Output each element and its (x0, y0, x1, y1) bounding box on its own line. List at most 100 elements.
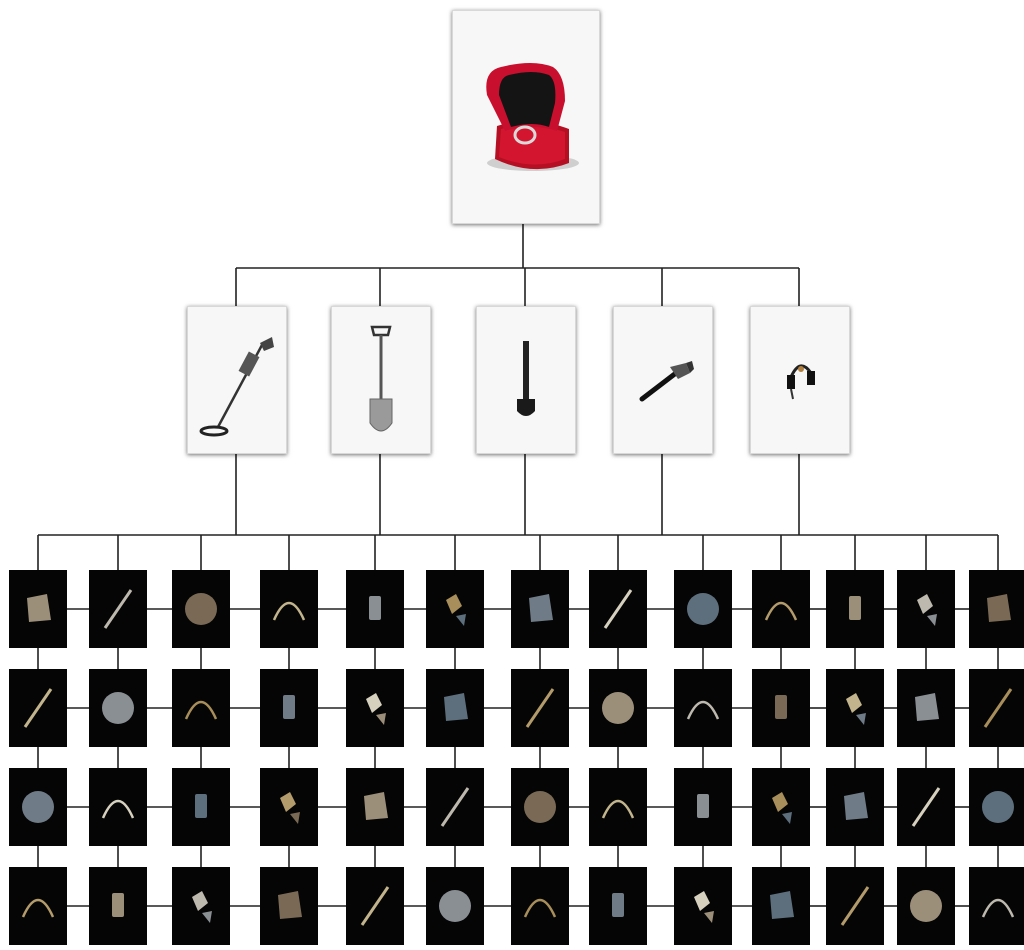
found-object-icon (260, 768, 318, 846)
find-thumbnail (589, 768, 647, 846)
find-thumbnail (674, 867, 732, 945)
find-thumbnail (9, 867, 67, 945)
found-object-icon (969, 867, 1024, 945)
find-thumbnail (826, 867, 884, 945)
find-thumbnail (89, 867, 147, 945)
find-thumbnail (511, 768, 569, 846)
found-object-icon (172, 669, 230, 747)
find-thumbnail (589, 570, 647, 648)
find-thumbnail (260, 570, 318, 648)
find-thumbnail (89, 768, 147, 846)
find-thumbnail (826, 669, 884, 747)
found-object-icon (346, 867, 404, 945)
found-object-icon (897, 669, 955, 747)
find-thumbnail (589, 867, 647, 945)
find-thumbnail (674, 570, 732, 648)
tool-card-folding-spade (476, 306, 576, 454)
found-object-icon (511, 867, 569, 945)
found-object-icon (346, 669, 404, 747)
found-object-icon (426, 768, 484, 846)
found-object-icon (826, 669, 884, 747)
hammer-icon (614, 307, 712, 453)
found-object-icon (89, 570, 147, 648)
find-thumbnail (969, 570, 1024, 648)
find-thumbnail (897, 669, 955, 747)
find-thumbnail (752, 768, 810, 846)
found-object-icon (346, 570, 404, 648)
found-object-icon (674, 867, 732, 945)
found-object-icon (969, 570, 1024, 648)
found-object-icon (674, 570, 732, 648)
found-object-icon (589, 570, 647, 648)
found-object-icon (172, 867, 230, 945)
found-object-icon (826, 867, 884, 945)
find-thumbnail (260, 768, 318, 846)
find-thumbnail (9, 570, 67, 648)
found-object-icon (9, 867, 67, 945)
find-thumbnail (172, 669, 230, 747)
find-thumbnail (426, 768, 484, 846)
found-object-icon (826, 768, 884, 846)
find-thumbnail (826, 570, 884, 648)
found-object-icon (172, 570, 230, 648)
found-object-icon (674, 768, 732, 846)
found-object-icon (752, 669, 810, 747)
find-thumbnail (426, 570, 484, 648)
found-object-icon (511, 570, 569, 648)
find-thumbnail (9, 669, 67, 747)
folding-spade-icon (477, 307, 575, 453)
find-thumbnail (511, 669, 569, 747)
found-object-icon (426, 570, 484, 648)
find-thumbnail (346, 669, 404, 747)
found-object-icon (969, 768, 1024, 846)
tool-card-metal-detector (187, 306, 287, 454)
found-object-icon (897, 570, 955, 648)
find-thumbnail (172, 768, 230, 846)
find-thumbnail (511, 570, 569, 648)
found-object-icon (674, 669, 732, 747)
find-thumbnail (260, 669, 318, 747)
find-thumbnail (826, 768, 884, 846)
found-object-icon (511, 768, 569, 846)
find-thumbnail (89, 669, 147, 747)
find-thumbnail (969, 768, 1024, 846)
find-thumbnail (260, 867, 318, 945)
found-object-icon (426, 867, 484, 945)
find-thumbnail (752, 669, 810, 747)
found-object-icon (589, 768, 647, 846)
find-thumbnail (346, 768, 404, 846)
find-thumbnail (589, 669, 647, 747)
found-object-icon (511, 669, 569, 747)
find-thumbnail (752, 570, 810, 648)
found-object-icon (89, 867, 147, 945)
found-object-icon (260, 669, 318, 747)
found-object-icon (9, 669, 67, 747)
found-object-icon (346, 768, 404, 846)
found-object-icon (260, 570, 318, 648)
found-object-icon (260, 867, 318, 945)
found-object-icon (589, 867, 647, 945)
find-thumbnail (752, 867, 810, 945)
headphones-icon (751, 307, 849, 453)
find-thumbnail (172, 570, 230, 648)
ring-in-red-box-icon (453, 11, 599, 223)
found-object-icon (752, 570, 810, 648)
found-object-icon (9, 570, 67, 648)
find-thumbnail (969, 669, 1024, 747)
found-object-icon (826, 570, 884, 648)
tool-card-hammer (613, 306, 713, 454)
find-thumbnail (969, 867, 1024, 945)
found-object-icon (897, 867, 955, 945)
tool-card-shovel (331, 306, 431, 454)
found-object-icon (89, 768, 147, 846)
found-object-icon (426, 669, 484, 747)
found-object-icon (752, 867, 810, 945)
ring-box-card (452, 10, 600, 224)
found-object-icon (752, 768, 810, 846)
found-object-icon (172, 768, 230, 846)
found-object-icon (969, 669, 1024, 747)
find-thumbnail (674, 768, 732, 846)
tool-card-headphones (750, 306, 850, 454)
metal-detector-icon (188, 307, 286, 453)
